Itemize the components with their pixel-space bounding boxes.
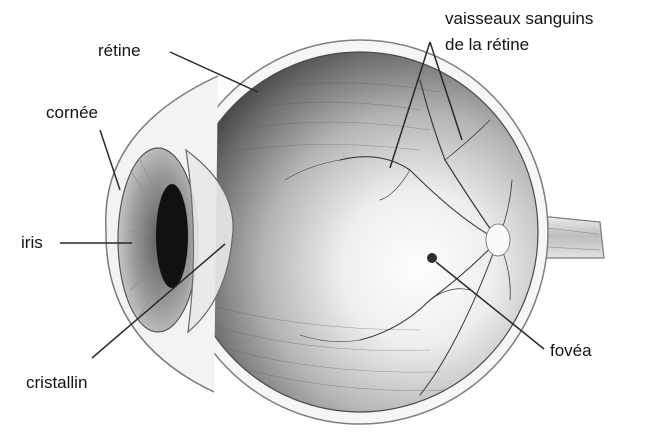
label-vaisseaux-line1: vaisseaux sanguins <box>445 9 593 29</box>
fovea-spot <box>427 253 437 263</box>
leader-cornee <box>100 130 120 190</box>
pupil <box>156 184 188 288</box>
label-retine: rétine <box>98 41 141 61</box>
label-cornee: cornée <box>46 103 98 123</box>
optic-disc <box>486 224 510 256</box>
label-cristallin: cristallin <box>26 373 87 393</box>
label-fovea: fovéa <box>550 341 592 361</box>
label-iris: iris <box>21 233 43 253</box>
label-vaisseaux-line2: de la rétine <box>445 35 529 55</box>
